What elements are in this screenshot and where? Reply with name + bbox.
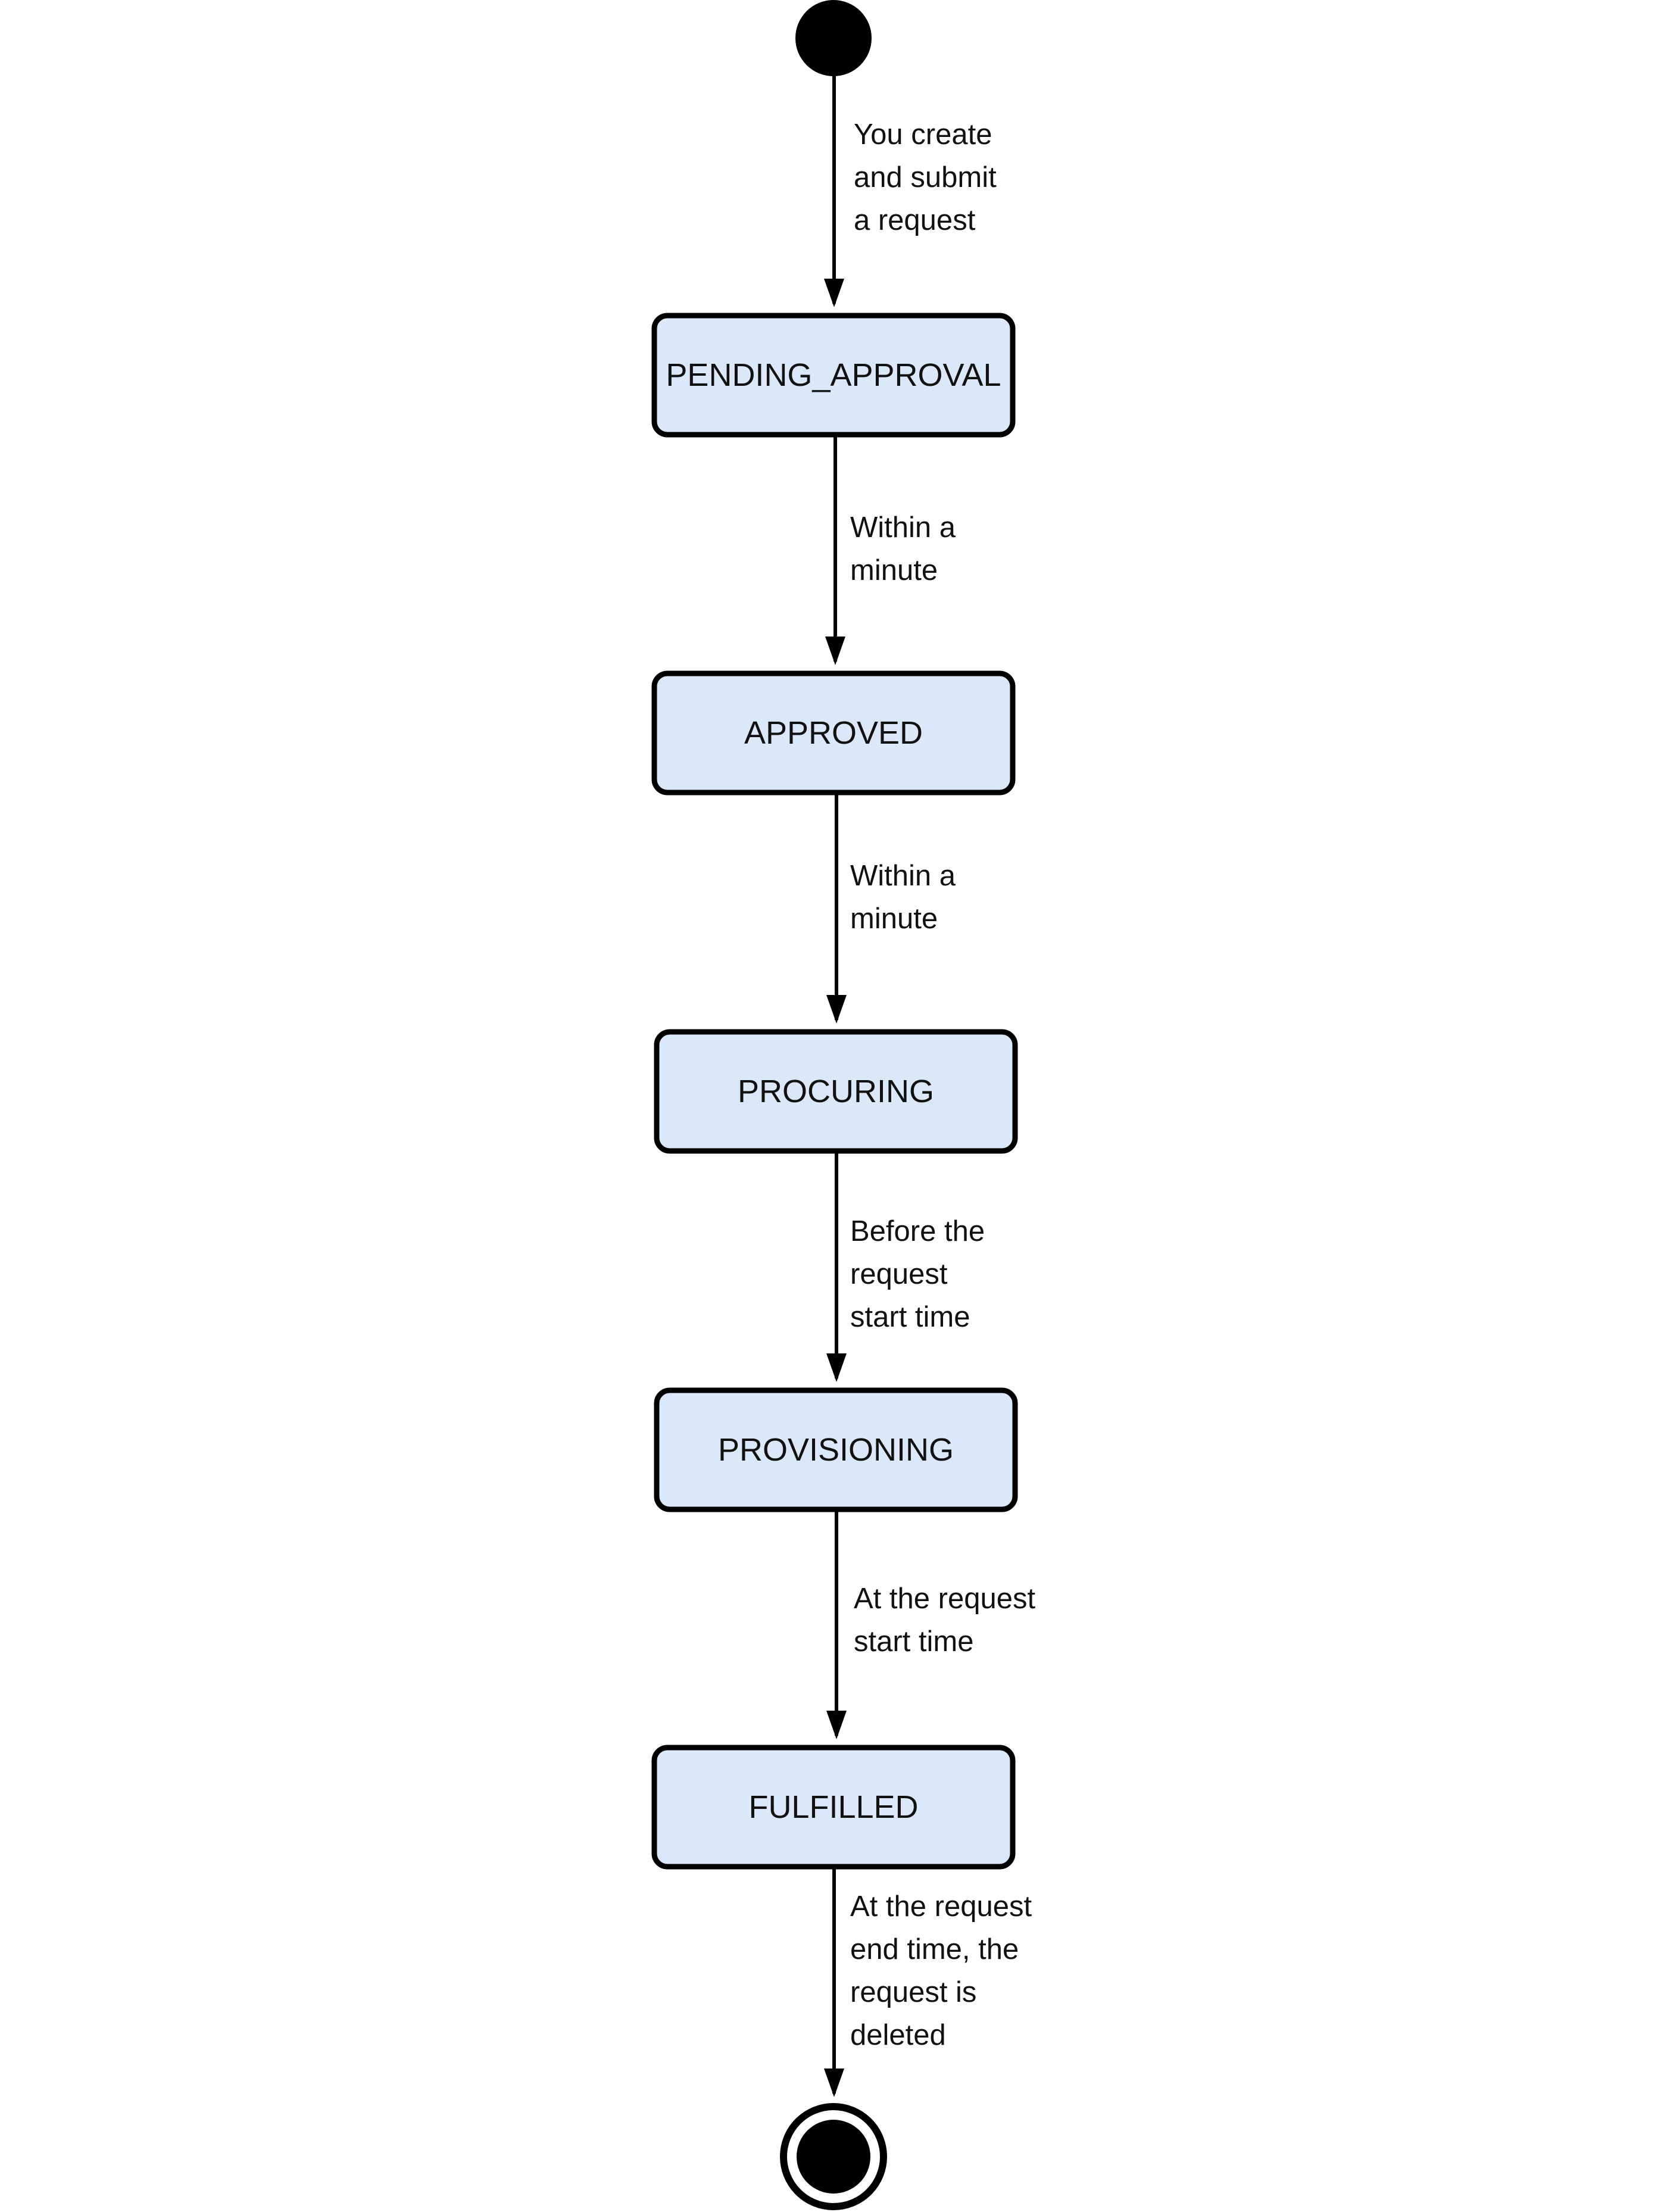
state-fulfilled: FULFILLED: [651, 1745, 1016, 1870]
arrowhead: [826, 995, 847, 1024]
transition-label-line: You create: [854, 118, 992, 151]
state-box: [651, 313, 1016, 438]
state-label: PROVISIONING: [718, 1432, 954, 1468]
transition-label-line: deleted: [850, 2019, 946, 2051]
transition-label-line: start time: [854, 1626, 973, 1658]
transition-label: At the request start time: [854, 1583, 1035, 1658]
transition-label-line: Within a: [850, 511, 956, 544]
state-approved: APPROVED: [651, 670, 1016, 795]
transition-label: Within a minute: [850, 511, 956, 586]
transition-label: You create and submit a request: [854, 118, 997, 236]
transition-label-line: At the request: [854, 1583, 1035, 1615]
state-label: PENDING_APPROVAL: [666, 357, 1001, 393]
state-box: [654, 1387, 1018, 1512]
arrowhead: [826, 1353, 847, 1382]
transition-label: Within a minute: [850, 860, 956, 935]
state-provisioning: PROVISIONING: [654, 1387, 1018, 1512]
state-procuring: PROCURING: [654, 1029, 1018, 1154]
transition-label-line: At the request: [850, 1890, 1032, 1923]
transition-label: Before the request start time: [850, 1215, 985, 1333]
state-label: PROCURING: [738, 1074, 934, 1109]
transition-label-line: a request: [854, 204, 976, 236]
transition-label-line: request: [850, 1258, 948, 1290]
transition-label-line: minute: [850, 903, 938, 935]
transition-label-line: Within a: [850, 860, 956, 892]
state-label: FULFILLED: [748, 1789, 918, 1825]
state-label: APPROVED: [744, 715, 923, 751]
transition-label-line: request is: [850, 1976, 976, 2008]
arrowhead: [824, 279, 844, 307]
arrowhead: [826, 1711, 847, 1739]
state-box: [654, 1029, 1018, 1154]
transition-label-line: end time, the: [850, 1933, 1019, 1965]
state-pending: PENDING_APPROVAL: [651, 313, 1016, 438]
transition-label-line: start time: [850, 1301, 970, 1333]
transition-label-line: minute: [850, 554, 938, 586]
state-box: [651, 1745, 1016, 1870]
transition-label-line: Before the: [850, 1215, 985, 1247]
state-box: [651, 670, 1016, 795]
transition-label: At the request end time, the request is del…: [850, 1890, 1032, 2051]
arrowhead: [825, 637, 845, 665]
final-state-node: [780, 2103, 887, 2210]
initial-state-node: [795, 0, 872, 76]
transition-label-line: and submit: [854, 161, 997, 194]
arrowhead: [824, 2069, 844, 2097]
